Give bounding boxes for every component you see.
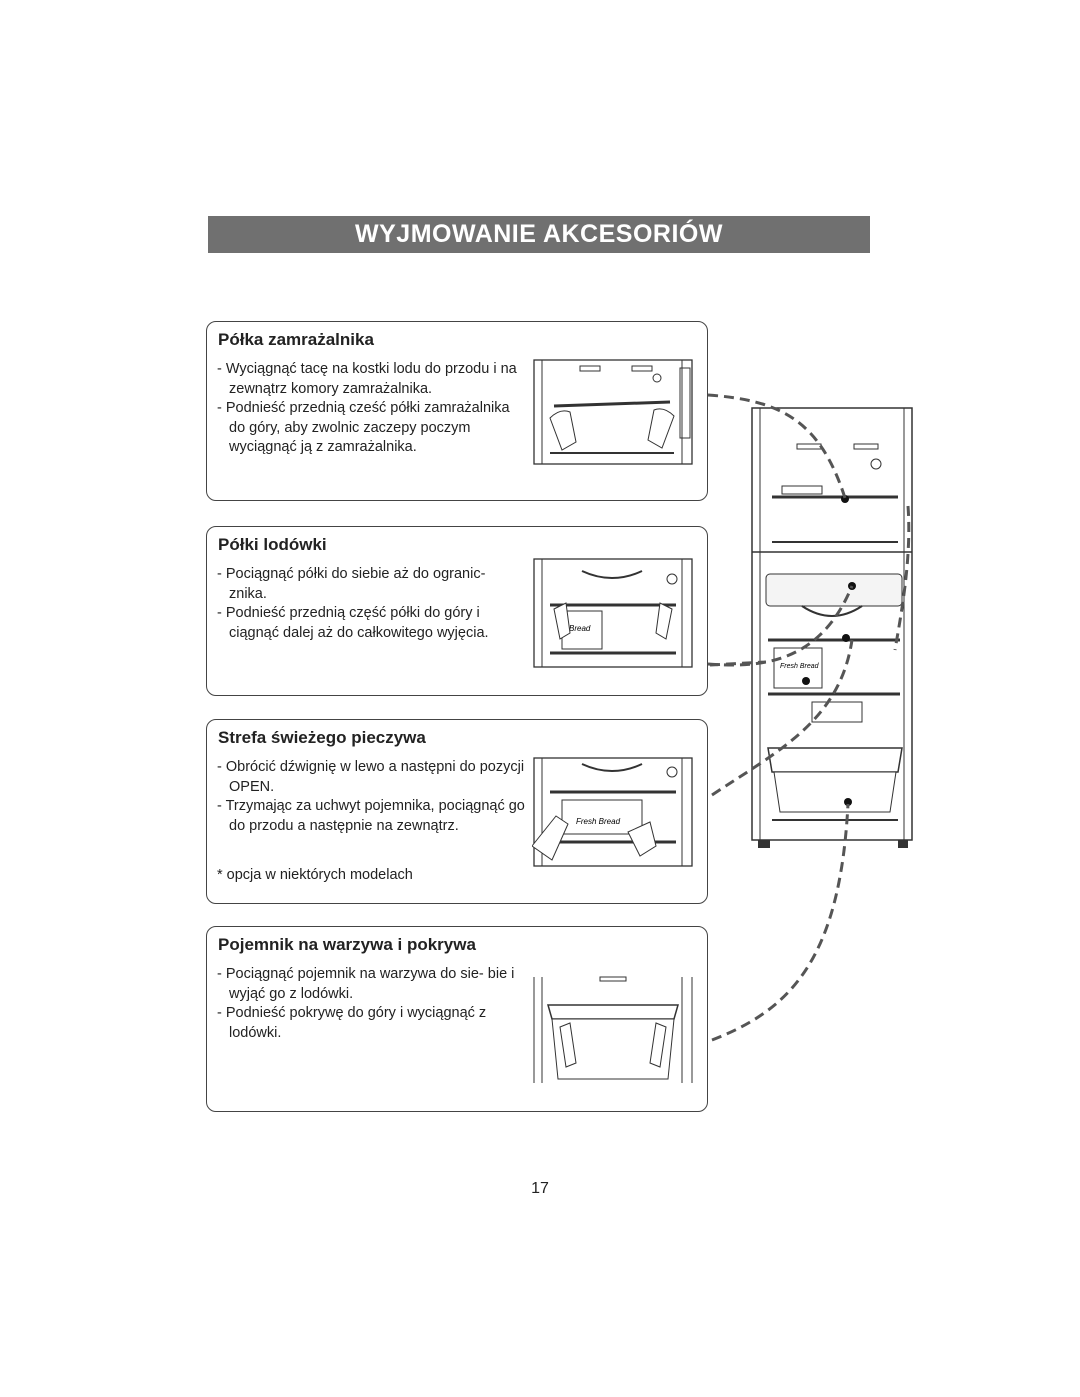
bread-label: Bread (569, 624, 591, 633)
section-title: Strefa świeżego pieczywa (218, 728, 426, 747)
section-fridge-shelves: Półki lodówki - Pociągnąć półki do siebi… (206, 526, 708, 696)
list-item: - Pociągnąć pojemnik na warzywa do sie- … (217, 966, 515, 1002)
instruction-list: - Wyciągnąć tacę na kostki lodu do przod… (217, 360, 527, 458)
section-title: Półki lodówki (218, 535, 327, 554)
section-freezer-shelf: Półka zamrażalnika - Wyciągnąć tacę na k… (206, 321, 708, 501)
list-item: - Pociągnąć półki do siebie aż do ograni… (217, 566, 486, 602)
list-item: - Wyciągnąć tacę na kostki lodu do przod… (217, 361, 517, 397)
list-item: - Podnieść przednią część półki do góry … (217, 605, 489, 641)
fridge-shelf-illustration: Bread (533, 558, 693, 668)
fresh-bread-label: Fresh Bread (576, 817, 621, 826)
section-fresh-bread-zone: Strefa świeżego pieczywa - Obrócić dźwig… (206, 719, 708, 904)
section-vegetable-drawer: Pojemnik na warzywa i pokrywa - Pociągną… (206, 926, 708, 1112)
freezer-shelf-illustration (533, 359, 693, 465)
section-title: Półka zamrażalnika (218, 330, 374, 349)
instruction-list: - Obrócić dźwignię w lewo a następni do … (217, 758, 527, 836)
page-number: 17 (531, 1180, 549, 1197)
instruction-list: - Pociągnąć pojemnik na warzywa do sie- … (217, 965, 527, 1043)
fresh-bread-illustration: Fresh Bread (532, 757, 693, 867)
refrigerator-illustration: Fresh Bread (751, 407, 913, 848)
list-item: - Podnieść przednią cześć półki zamrażal… (217, 400, 510, 455)
instruction-list: - Pociągnąć półki do siebie aż do ograni… (217, 565, 527, 643)
page-title: WYJMOWANIE AKCESORIÓW (208, 216, 870, 253)
vegetable-drawer-illustration (533, 976, 693, 1083)
section-title: Pojemnik na warzywa i pokrywa (218, 935, 476, 954)
model-note: * opcja w niektórych modelach (217, 867, 413, 883)
fridge-fresh-bread-label: Fresh Bread (780, 663, 820, 670)
list-item: - Trzymając za uchwyt pojemnika, pociągn… (217, 798, 525, 834)
list-item: - Obrócić dźwignię w lewo a następni do … (217, 759, 525, 795)
list-item: - Podnieść pokrywę do góry i wyciągnąć z… (217, 1005, 487, 1041)
